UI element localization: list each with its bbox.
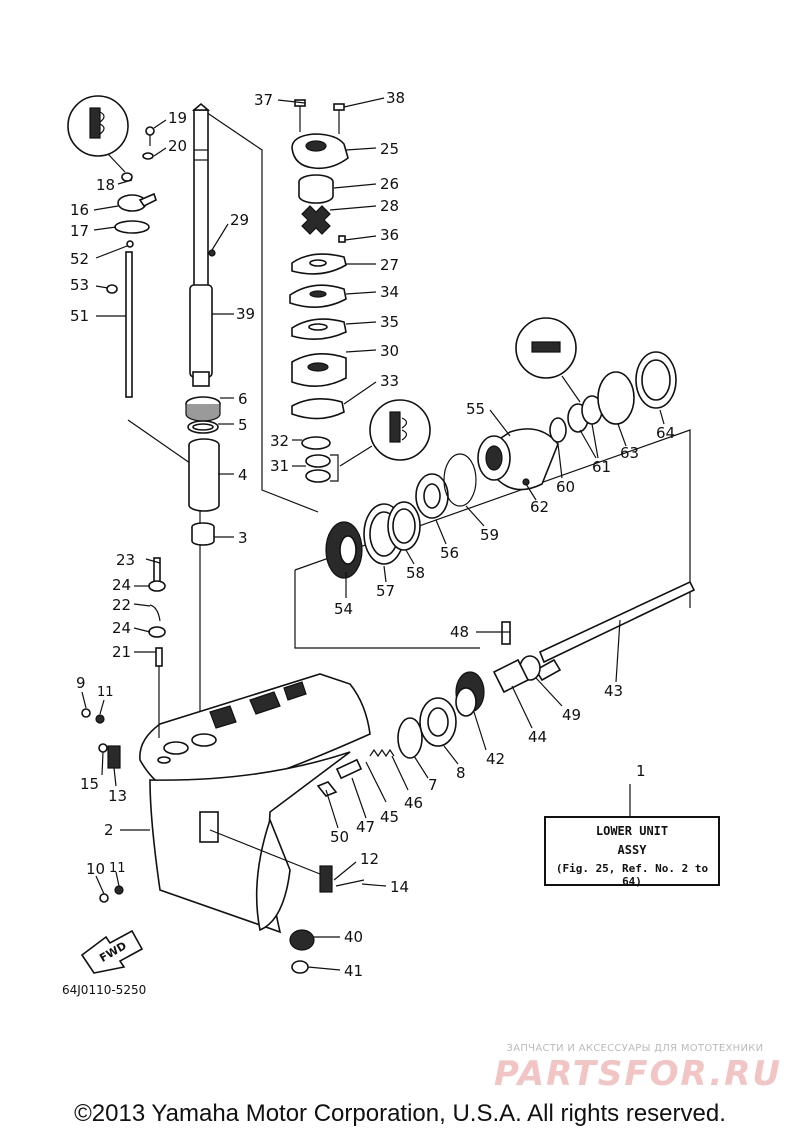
callout-35: 35 — [380, 313, 399, 331]
hardware-left — [81, 557, 166, 903]
callout-46: 46 — [404, 794, 423, 812]
callout-61: 61 — [592, 458, 611, 476]
callout-50: 50 — [330, 828, 349, 846]
callout-8: 8 — [456, 764, 466, 782]
callout-5: 5 — [238, 416, 248, 434]
callout-49: 49 — [562, 706, 581, 724]
callout-31: 31 — [270, 457, 289, 475]
callout-48: 48 — [450, 623, 469, 641]
callout-56: 56 — [440, 544, 459, 562]
callout-62: 62 — [530, 498, 549, 516]
callout-55: 55 — [466, 400, 485, 418]
callout-58: 58 — [406, 564, 425, 582]
callout-2: 2 — [104, 821, 114, 839]
callout-43: 43 — [604, 682, 623, 700]
callout-19: 19 — [168, 109, 187, 127]
bearing-stack — [185, 396, 221, 546]
callout-28: 28 — [380, 197, 399, 215]
gearcase-housing — [139, 673, 371, 934]
callout-54: 54 — [334, 600, 353, 618]
callout-15: 15 — [80, 775, 99, 793]
copyright-notice: ©2013 Yamaha Motor Corporation, U.S.A. A… — [74, 1100, 726, 1127]
callout-9: 9 — [76, 674, 86, 692]
assembly-subtitle: ASSY — [617, 843, 647, 857]
callout-3: 3 — [238, 529, 248, 547]
callout-57: 57 — [376, 582, 395, 600]
shift-rod-assembly — [67, 95, 157, 398]
callout-36: 36 — [380, 226, 399, 244]
assembly-reference-box: LOWER UNIT ASSY (Fig. 25, Ref. No. 2 to … — [544, 816, 720, 888]
callout-27: 27 — [380, 256, 399, 274]
water-pump — [289, 99, 431, 483]
callout-37: 37 — [254, 91, 273, 109]
watermark-logo: PARTSFOR.RU — [493, 1054, 783, 1094]
callout-51: 51 — [70, 307, 89, 325]
callout-6: 6 — [238, 390, 248, 408]
callout-12: 12 — [360, 850, 379, 868]
leader-lines — [81, 97, 665, 971]
callout-1: 1 — [636, 762, 646, 780]
callout-21: 21 — [112, 643, 131, 661]
callout-63: 63 — [620, 444, 639, 462]
callout-53: 53 — [70, 276, 89, 294]
callout-4: 4 — [238, 466, 248, 484]
callout-25: 25 — [380, 140, 399, 158]
callout-22: 22 — [112, 596, 131, 614]
assembly-reference: (Fig. 25, Ref. No. 2 to 64) — [555, 862, 709, 888]
document-code: 64J0110-5250 — [62, 983, 147, 997]
group-outlines — [127, 107, 691, 816]
callout-40: 40 — [344, 928, 363, 946]
callout-11-upper: 11 — [97, 685, 114, 700]
callout-32: 32 — [270, 432, 289, 450]
callout-11-lower: 11 — [109, 861, 126, 876]
callout-59: 59 — [480, 526, 499, 544]
callout-16: 16 — [70, 201, 89, 219]
callout-17: 17 — [70, 222, 89, 240]
drive-shaft — [189, 102, 216, 387]
callout-60: 60 — [556, 478, 575, 496]
callout-52: 52 — [70, 250, 89, 268]
callout-23: 23 — [116, 551, 135, 569]
callout-13: 13 — [108, 787, 127, 805]
callout-10: 10 — [86, 860, 105, 878]
callout-47: 47 — [356, 818, 375, 836]
callout-29: 29 — [230, 211, 249, 229]
callout-20: 20 — [168, 137, 187, 155]
callout-64: 64 — [656, 424, 675, 442]
callout-24-lower: 24 — [112, 619, 131, 637]
callout-7: 7 — [428, 776, 438, 794]
callout-45: 45 — [380, 808, 399, 826]
callout-39: 39 — [236, 305, 255, 323]
callout-18: 18 — [96, 176, 115, 194]
callout-33: 33 — [380, 372, 399, 390]
callout-44: 44 — [528, 728, 547, 746]
watermark-tagline: ЗАПЧАСТИ И АКСЕССУАРЫ ДЛЯ МОТОТЕХНИКИ — [506, 1043, 764, 1054]
callout-14: 14 — [390, 878, 409, 896]
callout-24-upper: 24 — [112, 576, 131, 594]
assembly-title: LOWER UNIT — [595, 824, 669, 838]
callout-41: 41 — [344, 962, 363, 980]
callout-26: 26 — [380, 175, 399, 193]
callout-38: 38 — [386, 89, 405, 107]
callout-42: 42 — [486, 750, 505, 768]
callout-34: 34 — [380, 283, 399, 301]
propeller-shaft-parts — [80, 317, 696, 974]
callout-30: 30 — [380, 342, 399, 360]
